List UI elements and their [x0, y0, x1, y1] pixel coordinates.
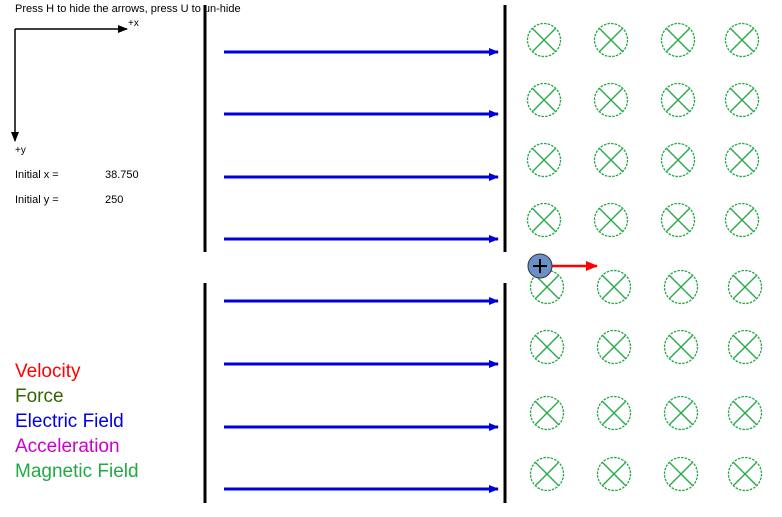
into-page-cross-icon — [596, 329, 632, 365]
initial-y-label: Initial y = — [15, 194, 59, 206]
coordinate-axes — [11, 25, 128, 142]
initial-y-value: 250 — [105, 194, 124, 206]
into-page-cross-icon — [727, 329, 763, 365]
legend-force: Force — [15, 386, 64, 407]
into-page-cross-icon — [663, 269, 699, 305]
legend-magnetic-field: Magnetic Field — [15, 461, 139, 482]
into-page-cross-icon — [529, 456, 565, 492]
into-page-cross-icon — [593, 202, 629, 238]
into-page-cross-icon — [596, 395, 632, 431]
into-page-cross-icon — [727, 456, 763, 492]
x-axis-label: +x — [128, 18, 139, 29]
into-page-cross-icon — [663, 329, 699, 365]
into-page-cross-icon — [660, 82, 696, 118]
into-page-cross-icon — [663, 395, 699, 431]
into-page-cross-icon — [727, 395, 763, 431]
into-page-cross-icon — [593, 22, 629, 58]
initial-x-value: 38.750 — [105, 169, 139, 181]
into-page-cross-icon — [529, 395, 565, 431]
into-page-cross-icon — [724, 142, 760, 178]
into-page-cross-icon — [724, 202, 760, 238]
into-page-cross-icon — [529, 269, 565, 305]
into-page-cross-icon — [663, 456, 699, 492]
into-page-cross-icon — [660, 142, 696, 178]
into-page-cross-icon — [529, 329, 565, 365]
into-page-cross-icon — [596, 269, 632, 305]
legend-velocity: Velocity — [15, 361, 81, 382]
into-page-cross-icon — [526, 202, 562, 238]
into-page-cross-icon — [724, 22, 760, 58]
into-page-cross-icon — [526, 142, 562, 178]
charged-particle[interactable] — [527, 253, 598, 279]
legend: Velocity Force Electric Field Accelerati… — [15, 359, 139, 484]
into-page-cross-icon — [724, 82, 760, 118]
into-page-cross-icon — [660, 22, 696, 58]
into-page-cross-icon — [526, 82, 562, 118]
into-page-cross-icon — [596, 456, 632, 492]
instructions-text: Press H to hide the arrows, press U to u… — [15, 3, 241, 15]
into-page-cross-icon — [660, 202, 696, 238]
into-page-cross-icon — [593, 142, 629, 178]
magnetic-field-symbols — [526, 22, 763, 492]
legend-electric-field: Electric Field — [15, 411, 124, 432]
capacitor-plates — [203, 5, 507, 503]
legend-acceleration: Acceleration — [15, 436, 120, 457]
into-page-cross-icon — [727, 269, 763, 305]
initial-x-label: Initial x = — [15, 169, 59, 181]
y-axis-label: +y — [15, 145, 26, 156]
into-page-cross-icon — [526, 22, 562, 58]
into-page-cross-icon — [593, 82, 629, 118]
electric-field-arrows — [224, 48, 499, 493]
